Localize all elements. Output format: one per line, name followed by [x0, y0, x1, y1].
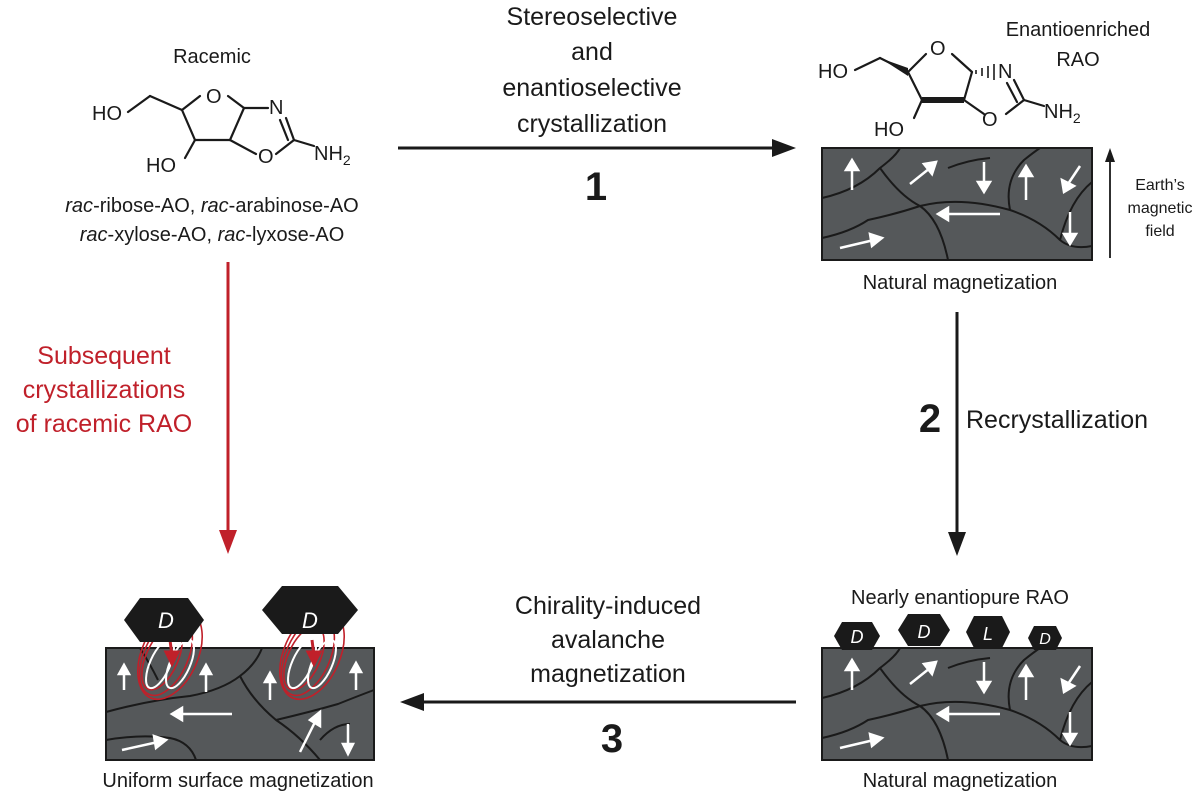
- step3-group: Chirality-induced avalanche magnetizatio…: [400, 592, 796, 761]
- slab-bottom-left-domain-walls: [105, 647, 375, 761]
- enriched-ring-oxygen: O: [930, 38, 946, 60]
- racemic-structure: [126, 94, 316, 160]
- slab-top-right: [821, 147, 1093, 261]
- step3-line2: avalanche: [551, 626, 665, 654]
- caption-natural-top: Natural magnetization: [863, 272, 1058, 294]
- crystal-bl-1-label: D: [158, 608, 174, 633]
- step2-label: Recrystallization: [966, 406, 1148, 434]
- red-path-group: Subsequent crystallizations of racemic R…: [16, 262, 237, 554]
- enriched-ho-primary: HO: [818, 61, 848, 83]
- red-path-arrowhead: [219, 530, 237, 554]
- racemic-ho-secondary: HO: [146, 155, 176, 177]
- crystal-br-3-label: L: [983, 624, 993, 644]
- slab-top-right-arrows: [839, 157, 1082, 250]
- racemic-ring-oxygen: O: [206, 86, 222, 108]
- crystal-br-1: D: [834, 622, 880, 650]
- caption-natural-bottom: Natural magnetization: [863, 770, 1058, 792]
- step2-group: 2 Recrystallization: [919, 312, 1148, 556]
- racemic-list-line1: rac-ribose-AO, rac-arabinose-AO: [65, 195, 358, 217]
- crystal-br-3: L: [966, 616, 1010, 648]
- step3-arrowhead: [400, 693, 424, 711]
- racemic-ho-primary: HO: [92, 103, 122, 125]
- enriched-hashed-bond: [975, 64, 995, 80]
- crystal-bl-1: D: [124, 598, 204, 642]
- slab-bottom-right-domain-walls: [821, 647, 1093, 761]
- earth-field-group: Earth’s magnetic field: [1105, 148, 1192, 258]
- caption-nearly-enantiopure: Nearly enantiopure RAO: [851, 587, 1069, 609]
- red-path-line3: of racemic RAO: [16, 410, 192, 438]
- enriched-bold-bond: [922, 97, 964, 103]
- step1-line2: and: [571, 38, 613, 66]
- step3-number: 3: [601, 717, 623, 761]
- step1-arrowhead: [772, 139, 796, 157]
- crystal-bl-2: D: [262, 586, 358, 634]
- step2-arrowhead: [948, 532, 966, 556]
- racemic-list-line2: rac-xylose-AO, rac-lyxose-AO: [80, 224, 345, 246]
- crystal-br-2-label: D: [918, 622, 931, 642]
- racemic-oxazoline-oxygen: O: [258, 146, 274, 168]
- earth-field-line3: field: [1145, 223, 1174, 240]
- step2-number: 2: [919, 397, 941, 441]
- racemic-title: Racemic: [173, 46, 251, 68]
- step1-number: 1: [585, 165, 607, 209]
- crystal-br-2: D: [898, 614, 950, 646]
- step1-line4: crystallization: [517, 110, 667, 138]
- step1-line1: Stereoselective: [507, 3, 678, 31]
- enriched-ho-secondary: HO: [874, 119, 904, 141]
- enriched-title-line2: RAO: [1056, 49, 1099, 71]
- spin-arrows-red: [163, 639, 323, 668]
- caption-uniform: Uniform surface magnetization: [102, 770, 373, 792]
- slab-top-right-domain-walls: [821, 147, 1093, 261]
- slab-bottom-right: [821, 647, 1093, 761]
- earth-field-line1: Earth’s: [1135, 177, 1185, 194]
- racemic-nitrogen: N: [269, 97, 283, 119]
- enriched-nitrogen: N: [998, 61, 1012, 83]
- step3-line3: magnetization: [530, 660, 686, 688]
- step1-line3: enantioselective: [502, 74, 681, 102]
- racemic-molecule-group: Racemic HO O HO N O NH2 rac-: [65, 46, 358, 246]
- enriched-title-line1: Enantioenriched: [1006, 19, 1151, 41]
- enriched-molecule-group: Enantioenriched RAO HO O HO: [818, 19, 1150, 141]
- enriched-amine: NH2: [1044, 101, 1081, 126]
- step1-group: Stereoselective and enantioselective cry…: [398, 3, 796, 209]
- racemic-amine: NH2: [314, 143, 351, 168]
- crystal-br-4-label: D: [1039, 631, 1051, 648]
- crystal-bl-2-label: D: [302, 608, 318, 633]
- enriched-structure: [853, 52, 1046, 120]
- crystal-br-1-label: D: [851, 627, 864, 647]
- step3-line1: Chirality-induced: [515, 592, 701, 620]
- enriched-wedge-bond: [880, 58, 908, 76]
- crystals-bottom-right: D D L D: [834, 614, 1062, 650]
- red-path-line2: crystallizations: [23, 376, 186, 404]
- crystals-bottom-left: D D: [124, 586, 358, 642]
- crystal-br-4: D: [1028, 626, 1062, 650]
- enriched-oxazoline-oxygen: O: [982, 109, 998, 131]
- earth-field-line2: magnetic: [1128, 200, 1193, 217]
- slab-bottom-right-arrows: [839, 657, 1082, 750]
- earth-field-arrowhead: [1105, 148, 1115, 162]
- slab-bottom-left: [105, 607, 375, 761]
- red-path-line1: Subsequent: [37, 342, 171, 370]
- slab-bottom-left-arrows: [116, 660, 364, 757]
